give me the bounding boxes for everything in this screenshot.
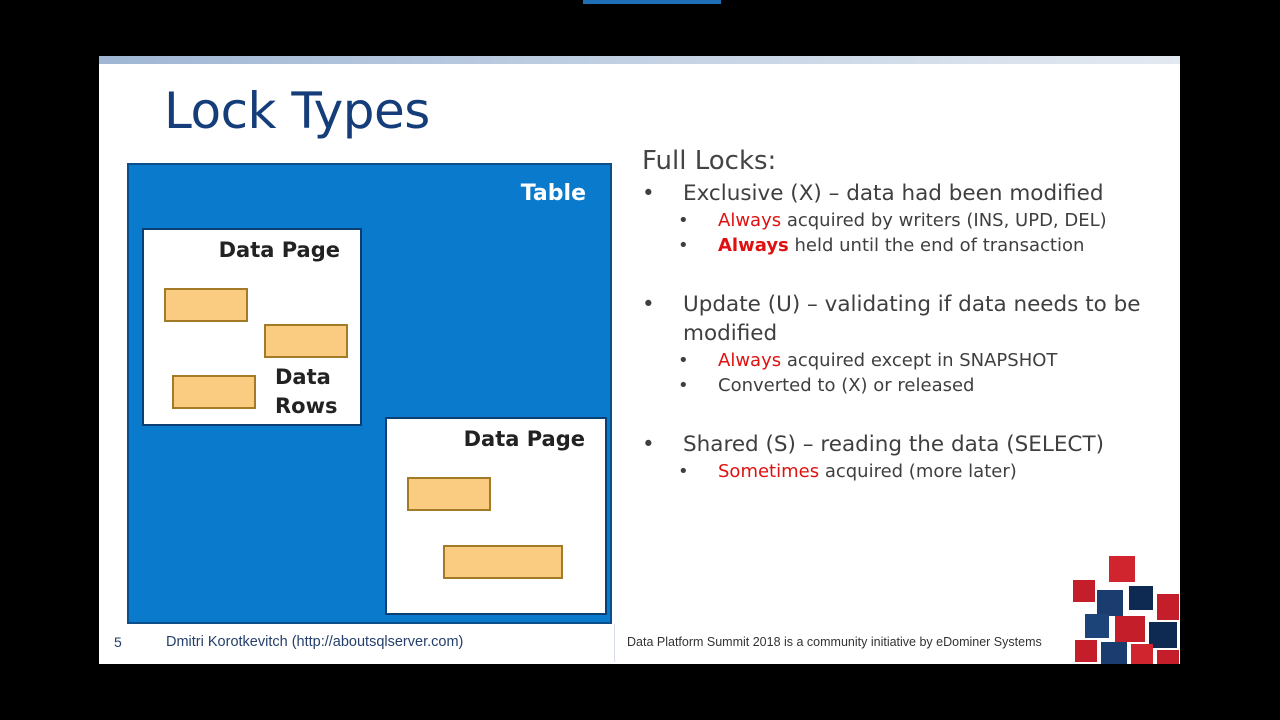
slide-number: 5 xyxy=(114,634,122,650)
data-page-1: Data Page Data Rows xyxy=(142,228,362,426)
bullet-dot: • xyxy=(678,235,689,256)
bullet-dot: • xyxy=(678,210,689,231)
slide-title: Lock Types xyxy=(164,82,430,140)
bullet-dot: • xyxy=(678,375,689,396)
data-page-2-label: Data Page xyxy=(463,427,585,451)
slide-top-bar xyxy=(99,56,1180,64)
emphasis-sometimes: Sometimes xyxy=(718,461,820,482)
bullet-shared-text: Shared (S) – reading the data (SELECT) xyxy=(683,432,1104,457)
footer-divider xyxy=(614,624,615,662)
emphasis-always: Always xyxy=(718,350,782,371)
bullet-dot: • xyxy=(642,181,655,206)
bullet-dot: • xyxy=(642,292,655,317)
bullet-exclusive: • Exclusive (X) – data had been modified xyxy=(642,179,1162,208)
footer-author: Dmitri Korotkevitch (http://aboutsqlserv… xyxy=(166,634,464,650)
sub-bullet-shared-1: • Sometimes acquired (more later) xyxy=(642,459,1162,484)
emphasis-always-bold: Always xyxy=(718,235,789,256)
data-row xyxy=(264,324,348,358)
data-page-2: Data Page xyxy=(385,417,607,615)
bullet-exclusive-text: Exclusive (X) – data had been modified xyxy=(683,181,1104,206)
sub-bullet-text: held until the end of transaction xyxy=(788,235,1085,256)
data-row xyxy=(443,545,563,579)
data-row xyxy=(172,375,256,409)
table-label: Table xyxy=(520,181,586,206)
lock-types-content: Full Locks: • Exclusive (X) – data had b… xyxy=(642,146,1162,484)
footer-summit-text: Data Platform Summit 2018 is a community… xyxy=(627,635,1042,649)
data-rows-label-line1: Data xyxy=(275,365,331,389)
bullet-update-text-line1: Update (U) – validating if data needs to… xyxy=(683,292,1141,317)
top-window-tab xyxy=(583,0,721,4)
bullet-dot: • xyxy=(678,461,689,482)
bullet-update-text-line2: modified xyxy=(683,321,778,346)
sub-bullet-exclusive-1: • Always acquired by writers (INS, UPD, … xyxy=(642,208,1162,233)
sub-bullet-text: acquired (more later) xyxy=(819,461,1017,482)
sub-bullet-text: acquired except in SNAPSHOT xyxy=(781,350,1058,371)
sub-bullet-exclusive-2: • Always held until the end of transacti… xyxy=(642,233,1162,258)
data-page-1-label: Data Page xyxy=(218,238,340,262)
bullet-dot: • xyxy=(678,350,689,371)
bullet-update: • Update (U) – validating if data needs … xyxy=(642,290,1162,348)
data-rows-label-line2: Rows xyxy=(275,394,338,418)
decorative-cubes-icon xyxy=(1073,556,1179,664)
sub-bullet-text: Converted to (X) or released xyxy=(718,375,975,396)
slide: Lock Types Table Data Page Data Rows Dat… xyxy=(99,56,1180,664)
data-rows-label: Data Rows xyxy=(275,363,338,421)
bullet-shared: • Shared (S) – reading the data (SELECT) xyxy=(642,430,1162,459)
table-diagram: Table Data Page Data Rows Data Page xyxy=(127,163,612,624)
emphasis-always: Always xyxy=(718,210,782,231)
sub-bullet-update-2: • Converted to (X) or released xyxy=(642,373,1162,398)
bullet-dot: • xyxy=(642,432,655,457)
data-row xyxy=(164,288,248,322)
sub-bullet-text: acquired by writers (INS, UPD, DEL) xyxy=(781,210,1107,231)
full-locks-heading: Full Locks: xyxy=(642,146,777,176)
data-row xyxy=(407,477,491,511)
sub-bullet-update-1: • Always acquired except in SNAPSHOT xyxy=(642,348,1162,373)
